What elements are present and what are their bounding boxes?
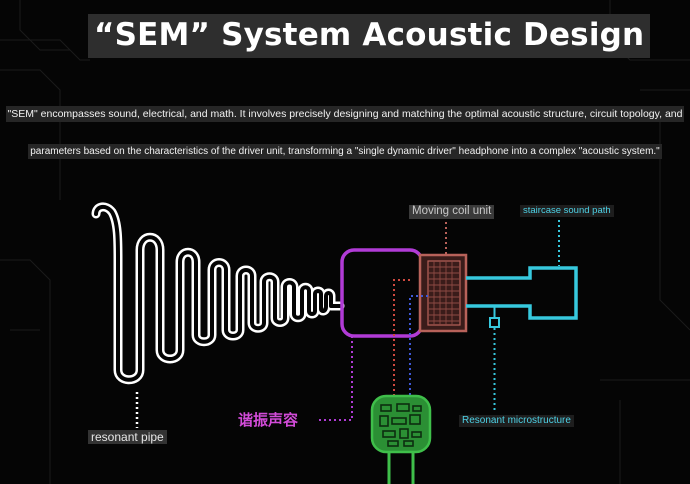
description-line-2: parameters based on the characteristics … [28, 144, 662, 159]
resonant-microstructure [489, 317, 500, 328]
resonant-pipe-inner [94, 205, 342, 382]
page-title: “SEM” System Acoustic Design [88, 14, 651, 58]
label-moving-coil-unit: Moving coil unit [409, 205, 495, 219]
label-resonant-pipe: resonant pipe [88, 430, 167, 444]
wire-blue [409, 295, 428, 400]
staircase-sound-path [466, 266, 578, 320]
moving-coil-driver [418, 253, 468, 333]
label-staircase-sound-path: staircase sound path [520, 205, 614, 217]
circuit-board [370, 394, 432, 484]
description-line-1: "SEM" encompasses sound, electrical, and… [5, 106, 685, 122]
label-resonant-capacitance: 谐振声容 [238, 411, 299, 429]
leader-resonant-capacitance [316, 336, 353, 421]
label-resonant-microstructure: Resonant microstructure [459, 415, 574, 427]
wire-red [393, 279, 410, 400]
